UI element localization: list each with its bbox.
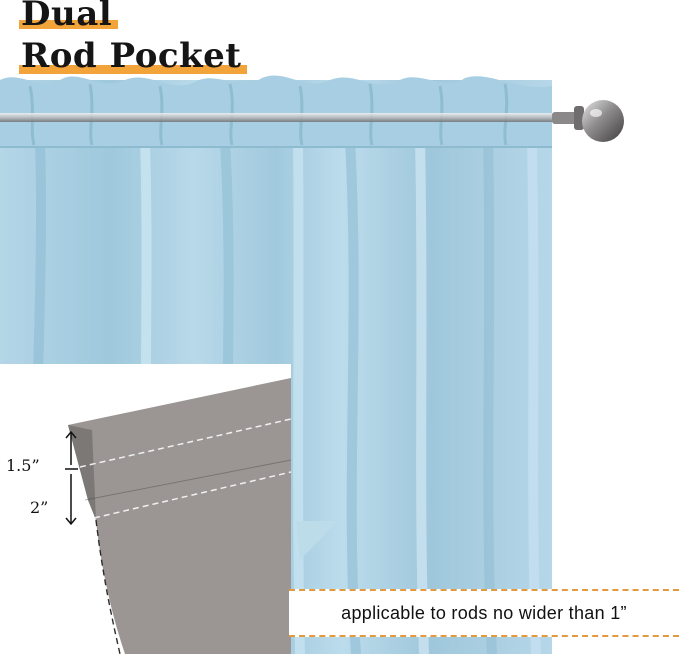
heading-line-1: Dual (19, 0, 119, 34)
measurement-top-label: 1.5” (6, 456, 40, 475)
curtain-header-ruffle (0, 75, 552, 146)
caption-dash-top (289, 589, 679, 591)
caption-box: applicable to rods no wider than 1” (289, 589, 679, 637)
curtain-rod-icon (0, 106, 585, 130)
ball-finial-icon (582, 100, 624, 142)
highlight-bar (19, 20, 119, 29)
measurement-bottom-label: 2” (30, 498, 49, 517)
heading-line-1-text: Dual (21, 0, 113, 34)
highlight-bar (19, 65, 248, 74)
caption-text: applicable to rods no wider than 1” (341, 602, 627, 623)
heading-line-2-text: Rod Pocket (21, 36, 242, 76)
fabric-swatch-diagram (65, 378, 292, 654)
caption-dash-bottom (289, 635, 679, 637)
heading-line-2: Rod Pocket (19, 36, 248, 76)
